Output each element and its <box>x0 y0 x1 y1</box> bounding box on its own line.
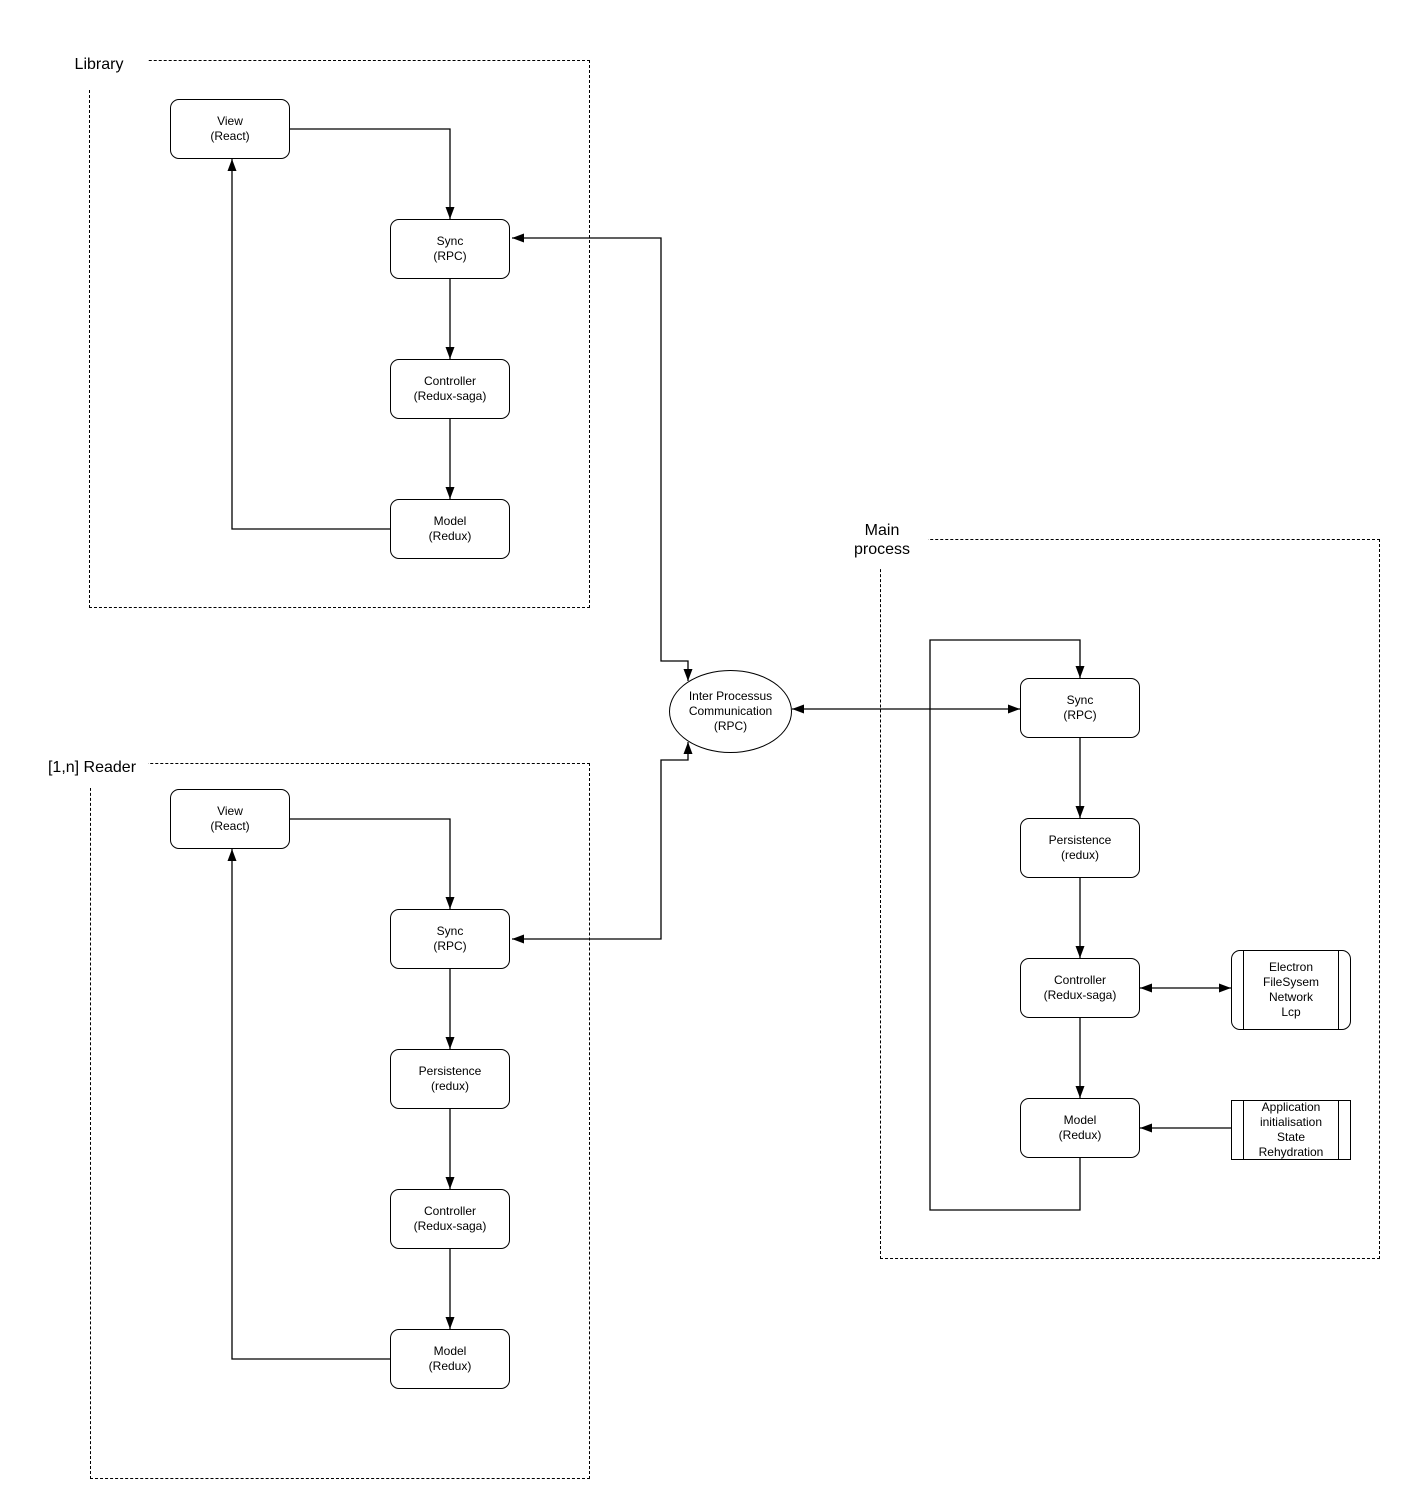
electron-left-bar <box>1243 951 1244 1029</box>
node-main-persistence: Persistence (redux) <box>1020 818 1140 878</box>
node-ipc-ellipse: Inter Processus Communication (RPC) <box>669 670 792 753</box>
main-process-group-label: Main process <box>836 511 928 569</box>
edge-library-view-to-sync <box>290 128 455 219</box>
reader-group-label: [1,n] Reader <box>36 748 148 788</box>
node-reader-persistence: Persistence (redux) <box>390 1049 510 1109</box>
edge-reader-view-to-sync <box>290 818 455 909</box>
node-app-init-label-line4: Rehydration <box>1258 1145 1324 1159</box>
node-reader-view: View (React) <box>170 789 290 849</box>
node-ipc-label-line1: Inter Processus <box>688 689 773 703</box>
node-reader-sync-sublabel: (RPC) <box>433 939 467 953</box>
node-reader-view-sublabel: (React) <box>210 819 250 833</box>
node-library-controller-sublabel: (Redux-saga) <box>413 389 487 403</box>
edge-ipc-reader-sync <box>512 742 693 944</box>
node-reader-model: Model (Redux) <box>390 1329 510 1389</box>
library-group-border <box>89 60 590 608</box>
node-ipc-label-line2: Communication <box>688 704 773 718</box>
edge-ipc-library-sync <box>512 233 693 681</box>
library-group-label: Library <box>50 40 148 90</box>
electron-right-bar <box>1338 951 1339 1029</box>
reader-group-label-text: [1,n] Reader <box>47 759 137 776</box>
node-reader-model-sublabel: (Redux) <box>428 1359 472 1373</box>
reader-group-border <box>90 763 590 1479</box>
node-main-sync-sublabel: (RPC) <box>1063 708 1097 722</box>
node-electron-label-line3: Network <box>1268 990 1313 1004</box>
node-electron-label-line2: FileSysem <box>1262 975 1319 989</box>
node-app-init-label-line3: State <box>1276 1130 1306 1144</box>
node-main-model-label: Model <box>1063 1113 1097 1127</box>
node-main-controller: Controller (Redux-saga) <box>1020 958 1140 1018</box>
node-electron-services: Electron FileSysem Network Lcp <box>1231 950 1351 1030</box>
node-app-initialisation: Application initialisation State Rehydra… <box>1231 1100 1351 1160</box>
main-process-label-line1: Main <box>864 522 900 539</box>
node-library-model-label: Model <box>433 514 467 528</box>
node-reader-persistence-sublabel: (redux) <box>430 1079 469 1093</box>
node-main-sync-label: Sync <box>1066 693 1094 707</box>
node-main-controller-sublabel: (Redux-saga) <box>1043 988 1117 1002</box>
node-library-sync-sublabel: (RPC) <box>433 249 467 263</box>
node-reader-controller: Controller (Redux-saga) <box>390 1189 510 1249</box>
node-ipc-label-line3: (RPC) <box>713 719 748 733</box>
app-init-left-bar <box>1243 1101 1244 1159</box>
node-app-init-label-line1: Application <box>1261 1100 1321 1114</box>
main-process-group-border <box>880 539 1380 1259</box>
node-app-init-label-line2: initialisation <box>1259 1115 1323 1129</box>
node-library-controller: Controller (Redux-saga) <box>390 359 510 419</box>
node-library-view-sublabel: (React) <box>210 129 250 143</box>
app-init-right-bar <box>1338 1101 1339 1159</box>
node-library-controller-label: Controller <box>423 374 477 388</box>
node-reader-sync-label: Sync <box>436 924 464 938</box>
main-process-label-line2: process <box>853 541 911 558</box>
node-library-view-label: View <box>217 114 243 128</box>
node-reader-controller-label: Controller <box>423 1204 477 1218</box>
node-main-sync: Sync (RPC) <box>1020 678 1140 738</box>
library-group-label-text: Library <box>74 56 124 73</box>
node-reader-sync: Sync (RPC) <box>390 909 510 969</box>
edge-library-model-to-view <box>227 159 390 530</box>
node-library-sync: Sync (RPC) <box>390 219 510 279</box>
node-library-view: View (React) <box>170 99 290 159</box>
node-reader-view-label: View <box>217 804 243 818</box>
node-library-model-sublabel: (Redux) <box>428 529 472 543</box>
node-reader-controller-sublabel: (Redux-saga) <box>413 1219 487 1233</box>
node-main-controller-label: Controller <box>1053 973 1107 987</box>
node-main-model: Model (Redux) <box>1020 1098 1140 1158</box>
node-electron-label-line1: Electron <box>1268 960 1314 974</box>
node-library-model: Model (Redux) <box>390 499 510 559</box>
node-main-persistence-sublabel: (redux) <box>1060 848 1099 862</box>
node-reader-persistence-label: Persistence <box>418 1064 482 1078</box>
node-reader-model-label: Model <box>433 1344 467 1358</box>
edge-reader-model-to-view <box>227 849 390 1360</box>
edge-main-model-loop-to-sync <box>929 639 1085 1211</box>
node-main-persistence-label: Persistence <box>1048 833 1112 847</box>
node-library-sync-label: Sync <box>436 234 464 248</box>
node-main-model-sublabel: (Redux) <box>1058 1128 1102 1142</box>
node-electron-label-line4: Lcp <box>1281 1005 1301 1019</box>
